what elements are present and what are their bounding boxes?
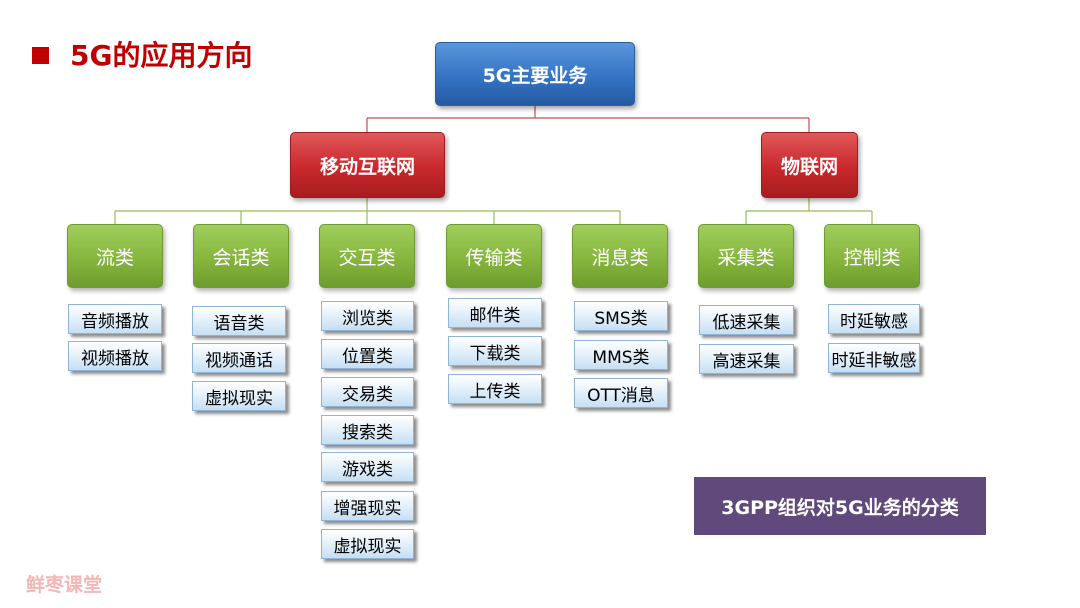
leaf-item: 高速采集	[699, 344, 794, 374]
leaf-item: 邮件类	[448, 298, 542, 328]
category-session: 会话类	[193, 224, 289, 288]
leaf-item: 增强现实	[321, 491, 414, 521]
classification-badge: 3GPP组织对5G业务的分类	[694, 477, 986, 535]
leaf-item: 低速采集	[699, 305, 794, 335]
page-title: 5G的应用方向	[70, 39, 253, 72]
branch-mobile-internet: 移动互联网	[290, 132, 445, 198]
category-interactive: 交互类	[319, 224, 415, 288]
leaf-item: 时延非敏感	[828, 343, 920, 373]
category-transfer: 传输类	[446, 224, 542, 288]
leaf-item: 下载类	[448, 336, 542, 366]
leaf-item: 搜索类	[321, 415, 414, 445]
root-node: 5G主要业务	[435, 42, 635, 106]
leaf-item: 位置类	[321, 339, 414, 369]
leaf-item: 视频播放	[68, 341, 162, 371]
branch-iot: 物联网	[761, 132, 858, 198]
leaf-item: SMS类	[574, 301, 668, 331]
leaf-item: 视频通话	[192, 343, 286, 373]
category-collect: 采集类	[698, 224, 794, 288]
leaf-item: 时延敏感	[828, 304, 920, 334]
category-message: 消息类	[572, 224, 668, 288]
category-control: 控制类	[824, 224, 920, 288]
leaf-item: 音频播放	[68, 304, 162, 334]
leaf-item: 游戏类	[321, 452, 414, 482]
leaf-item: 虚拟现实	[192, 381, 286, 411]
leaf-item: OTT消息	[574, 378, 668, 408]
leaf-item: MMS类	[574, 340, 668, 370]
leaf-item: 交易类	[321, 377, 414, 407]
leaf-item: 虚拟现实	[321, 529, 414, 559]
leaf-item: 语音类	[192, 306, 286, 336]
leaf-item: 上传类	[448, 374, 542, 404]
heading-bullet-icon	[32, 47, 49, 64]
category-stream: 流类	[67, 224, 163, 288]
leaf-item: 浏览类	[321, 301, 414, 331]
watermark-logo: 鲜枣课堂	[26, 574, 103, 596]
